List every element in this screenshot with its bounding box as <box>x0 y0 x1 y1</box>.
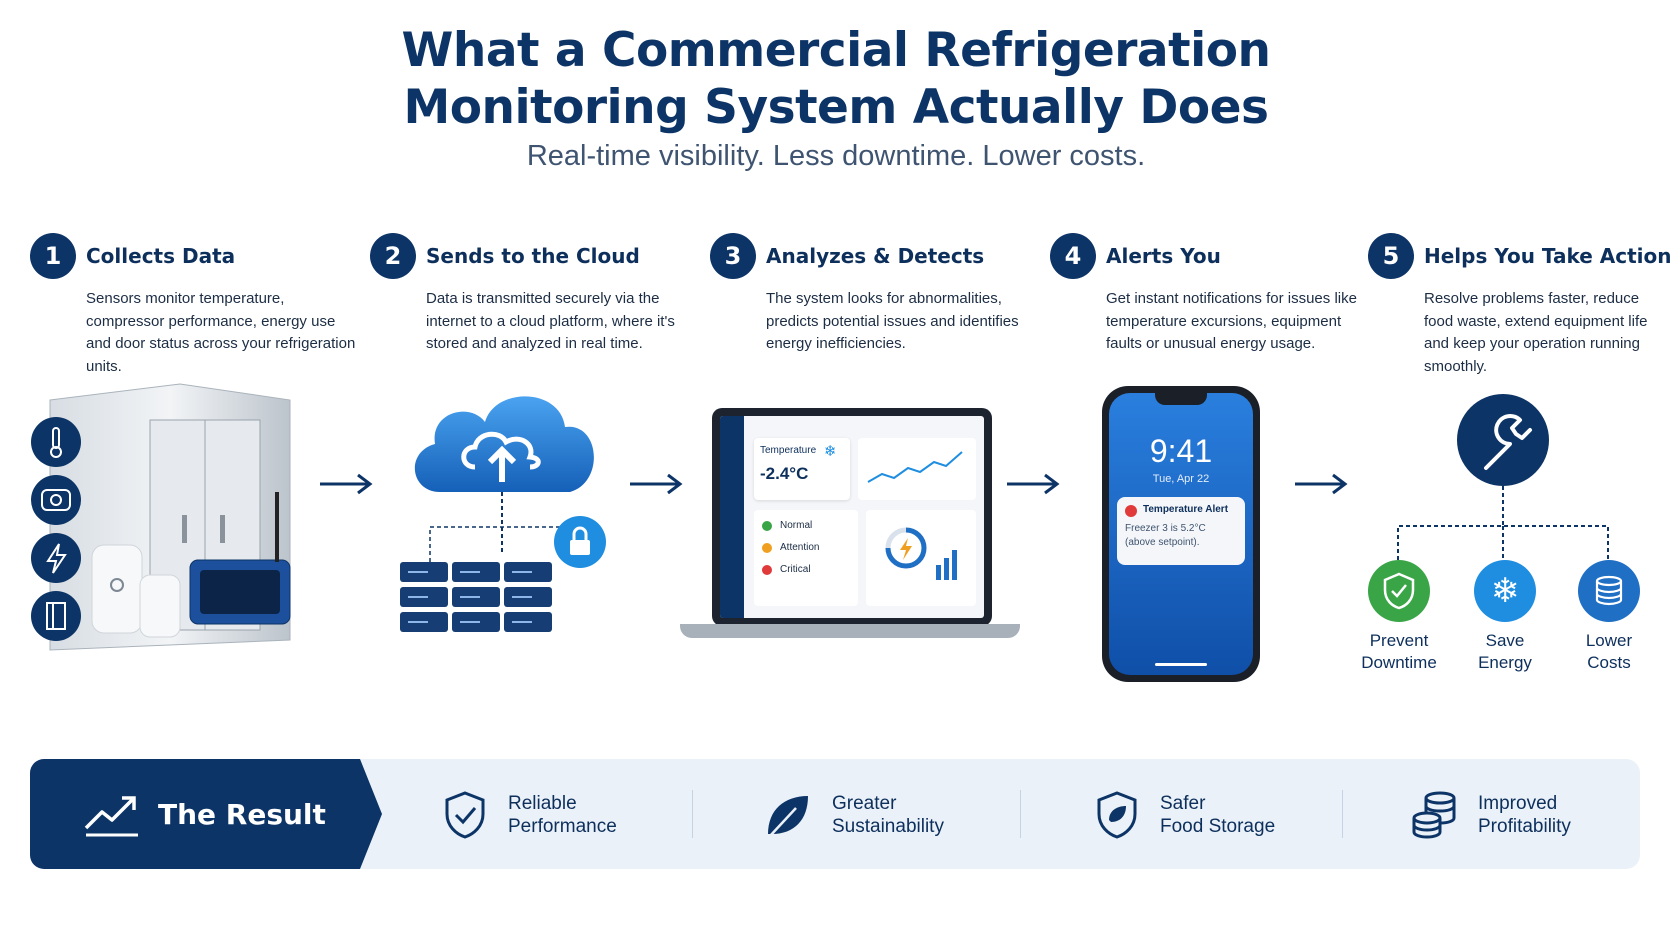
divider <box>1020 790 1021 838</box>
title-line-2: Monitoring System Actually Does <box>403 80 1269 135</box>
benefit-line-2: Downtime <box>1361 653 1437 672</box>
cloud-server-illustration <box>400 396 606 632</box>
server-icon <box>400 562 552 632</box>
door-icon <box>31 591 81 641</box>
coins-icon <box>1578 560 1640 622</box>
status-label: Normal <box>780 520 813 531</box>
result-line-1: Reliable <box>508 793 577 814</box>
lock-icon <box>554 516 606 568</box>
leaf-icon <box>768 796 808 837</box>
benefit-line-2: Energy <box>1478 653 1532 672</box>
arrow-right-icon <box>1295 473 1348 495</box>
step-description: Resolve problems faster, reduce food was… <box>1424 290 1648 375</box>
page-title: What a Commercial Refrigeration Monitori… <box>0 22 1672 136</box>
alert-icon <box>1125 505 1137 517</box>
result-line-2: Profitability <box>1478 816 1571 837</box>
status-dot <box>762 542 772 553</box>
result-line-2: Food Storage <box>1160 816 1276 837</box>
step-number: 5 <box>1368 233 1414 279</box>
alert-notification[interactable]: Temperature Alert Freezer 3 is 5.2°C (ab… <box>1117 497 1245 565</box>
shield-check-icon <box>445 791 485 839</box>
benefit-line-2: Costs <box>1587 653 1631 672</box>
step-alerts-you: 4 Alerts You Get instant notifications f… <box>1050 232 1370 356</box>
phone-alert: 9:41 Tue, Apr 22 Temperature Alert Freez… <box>1102 386 1260 682</box>
result-line-1: Safer <box>1160 793 1206 814</box>
trend-chart <box>858 438 976 500</box>
result-title: The Result <box>158 798 326 831</box>
action-tree <box>1397 394 1609 560</box>
energy-gauge <box>866 510 976 606</box>
alert-title: Temperature Alert <box>1143 504 1229 515</box>
alert-line-2: (above setpoint). <box>1125 537 1200 548</box>
temperature-value: -2.4°C <box>760 464 809 483</box>
benefit-line-1: Lower <box>1585 631 1633 650</box>
compressor-icon <box>31 475 81 525</box>
step-analyzes-detects: 3 Analyzes & Detects The system looks fo… <box>710 232 1030 356</box>
step-number: 3 <box>710 233 756 279</box>
snowflake-icon: ❄ <box>824 443 837 460</box>
step-number: 4 <box>1050 233 1096 279</box>
coins-icon <box>1412 791 1456 839</box>
benefit-line-1: Prevent <box>1369 631 1429 650</box>
status-list: Normal Attention Critical <box>754 510 858 606</box>
status-attention: Attention <box>762 542 819 553</box>
step-collects-data: 1 Collects Data Sensors monitor temperat… <box>30 232 355 378</box>
phone-date: Tue, Apr 22 <box>1152 473 1210 485</box>
step-description: Data is transmitted securely via the int… <box>426 290 675 352</box>
shield-food-icon <box>1097 791 1137 839</box>
cloud-upload-icon <box>414 396 594 492</box>
result-line-1: Greater <box>832 793 897 814</box>
step-title: Collects Data <box>86 244 236 268</box>
divider <box>692 790 693 838</box>
page-subtitle: Real-time visibility. Less downtime. Low… <box>526 140 1146 172</box>
title-line-1: What a Commercial Refrigeration <box>401 23 1271 78</box>
step-title: Analyzes & Detects <box>766 244 985 268</box>
step-title: Helps You Take Action <box>1424 244 1672 268</box>
result-line-1: Improved <box>1478 793 1558 814</box>
shield-check-icon <box>1368 560 1430 622</box>
divider <box>1342 790 1343 838</box>
step-description: Get instant notifications for issues lik… <box>1106 290 1357 352</box>
arrow-right-icon <box>1007 473 1060 495</box>
step-sends-to-cloud: 2 Sends to the Cloud Data is transmitted… <box>370 232 690 356</box>
wrench-icon <box>1457 394 1549 486</box>
laptop-dashboard: Temperature ❄ -2.4°C Normal Attention Cr… <box>680 408 1020 648</box>
temperature-label: Temperature <box>760 445 817 456</box>
arrow-right-icon <box>320 473 373 495</box>
lightning-icon <box>31 533 81 583</box>
benefit-line-1: Save <box>1485 631 1525 650</box>
alert-line-1: Freezer 3 is 5.2°C <box>1125 523 1206 534</box>
snowflake-icon: ❄ <box>1474 560 1536 622</box>
result-line-2: Sustainability <box>832 816 944 837</box>
step-number: 2 <box>370 233 416 279</box>
status-label: Critical <box>780 564 811 575</box>
status-dot <box>762 520 772 531</box>
status-critical: Critical <box>762 564 811 575</box>
status-label: Attention <box>780 542 820 553</box>
status-normal: Normal <box>762 520 812 531</box>
step-take-action: 5 Helps You Take Action Resolve problems… <box>1368 232 1672 378</box>
status-dot <box>762 564 772 575</box>
step-title: Alerts You <box>1106 244 1221 268</box>
step-description: The system looks for abnormalities, pred… <box>766 290 1019 352</box>
result-line-2: Performance <box>508 816 617 837</box>
trend-up-icon <box>84 796 138 837</box>
arrow-right-icon <box>630 473 683 495</box>
step-title: Sends to the Cloud <box>426 244 640 268</box>
refrigeration-unit-illustration <box>31 383 291 651</box>
phone-time: 9:41 <box>1149 433 1213 469</box>
result-header <box>30 759 382 869</box>
thermometer-icon <box>31 417 81 467</box>
step-number: 1 <box>30 233 76 279</box>
step-description: Sensors monitor temperature, compressor … <box>86 290 356 375</box>
